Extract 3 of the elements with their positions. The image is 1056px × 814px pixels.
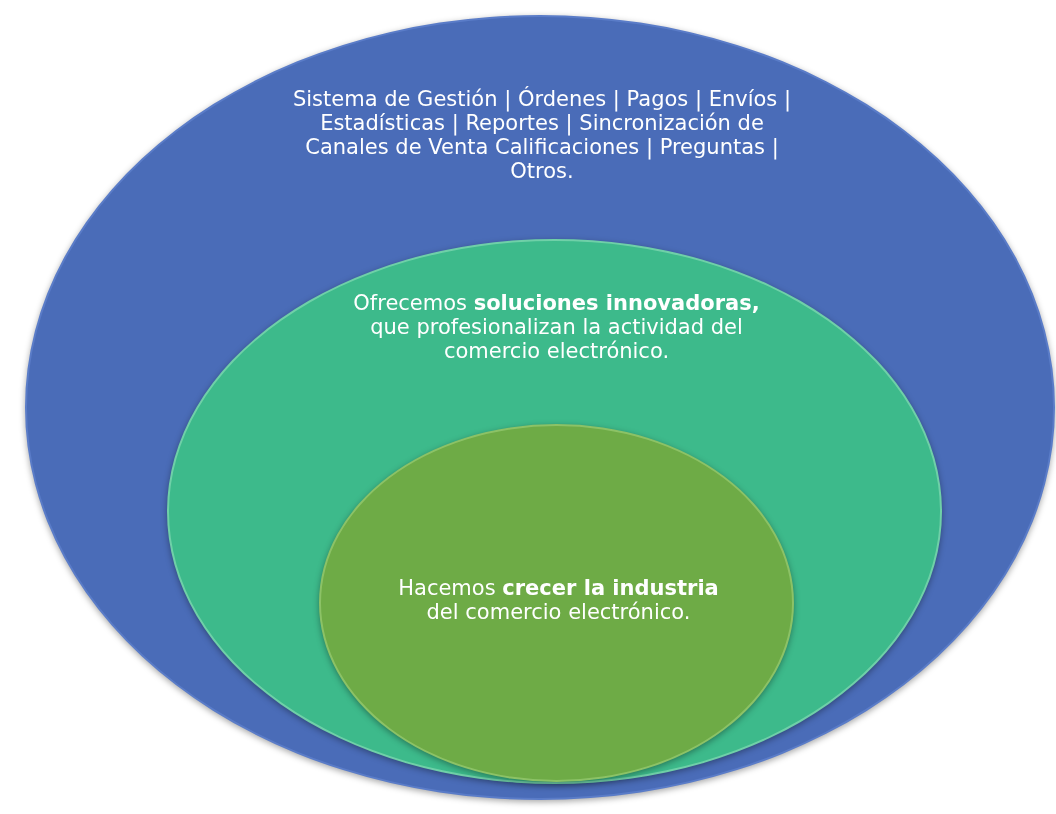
ellipse-text: Sistema de Gestión | Órdenes | Pagos | Envíos | Estadísticas | Reportes | Sincronización de Canales de Venta Calificaciones | Preguntas | Otros. — [291, 87, 793, 183]
ellipse-text: Hacemos crecer la industria del comercio electrónico. — [397, 576, 720, 624]
ellipse-text: Ofrecemos soluciones innovadoras, que profesionalizan la actividad del comercio electrónico. — [352, 291, 761, 363]
